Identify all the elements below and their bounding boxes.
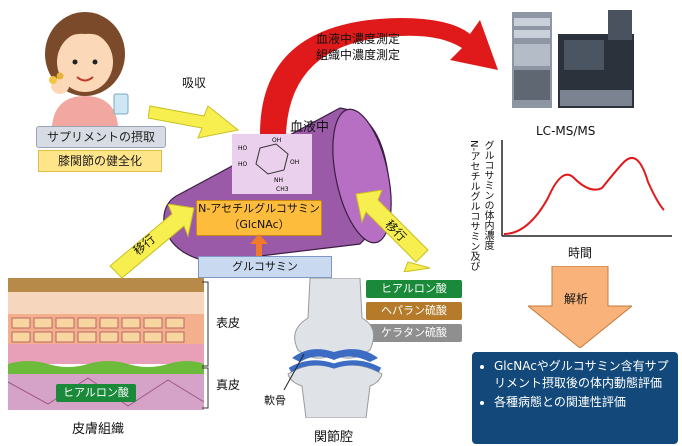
glcnac-box: N-アセチルグルコサミン （GlcNAc） bbox=[196, 200, 322, 236]
absorb-label: 吸収 bbox=[182, 76, 207, 90]
concentration-graph bbox=[501, 140, 672, 237]
supplement-intake-label: サプリメントの摂取 bbox=[36, 126, 166, 148]
joint-title: 関節腔 bbox=[314, 430, 354, 445]
lcms-instrument bbox=[512, 10, 634, 108]
analysis-label: 解析 bbox=[564, 292, 589, 306]
keratan-box: ケラタン硫酸 bbox=[366, 324, 462, 342]
measurement-arrow bbox=[260, 18, 498, 134]
cartilage-pointer bbox=[283, 353, 305, 391]
analysis-arrow bbox=[528, 266, 632, 348]
summary-box: GlcNAcやグルコサミン含有サプリメント摂取後の体内動態評価 各種病態との関連… bbox=[472, 352, 678, 444]
glcnac-structure: HO OH HO OH NH CH3 bbox=[232, 134, 312, 194]
graph-ylabel-line1: N-アセチルグルコサミン及び bbox=[468, 140, 479, 272]
heparan-box: ヘパラン硫酸 bbox=[366, 302, 462, 320]
svg-text:HO: HO bbox=[238, 161, 248, 168]
skin-title: 皮膚組織 bbox=[72, 422, 125, 437]
transfer-right-arrow bbox=[355, 190, 431, 272]
summary-item-1: GlcNAcやグルコサミン含有サプリメント摂取後の体内動態評価 bbox=[494, 358, 670, 392]
person-illustration bbox=[45, 12, 129, 126]
absorb-arrow bbox=[148, 105, 240, 139]
glcnac-line2: （GlcNAc） bbox=[228, 218, 290, 231]
svg-text:CH3: CH3 bbox=[276, 186, 289, 193]
cartilage-label: 軟骨 bbox=[264, 394, 286, 407]
skin-bracket bbox=[202, 281, 209, 409]
graph-ylabel-line2: グルコサミンの体内濃度 bbox=[482, 140, 493, 250]
measure-line2: 組織中濃度測定 bbox=[316, 48, 401, 62]
hyaluronic-joint-box: ヒアルロン酸 bbox=[366, 280, 462, 298]
svg-text:OH: OH bbox=[272, 137, 281, 144]
conversion-arrow bbox=[250, 234, 268, 256]
measure-line1: 血液中濃度測定 bbox=[316, 32, 401, 46]
glcnac-line1: N-アセチルグルコサミン bbox=[198, 202, 320, 215]
svg-text:OH: OH bbox=[290, 159, 299, 166]
knee-joint-illustration bbox=[287, 278, 383, 418]
svg-text:NH: NH bbox=[274, 177, 283, 184]
lcms-label: LC-MS/MS bbox=[536, 124, 596, 138]
summary-item-2: 各種病態との関連性評価 bbox=[494, 394, 670, 411]
skin-illustration bbox=[8, 278, 204, 410]
epidermis-label: 表皮 bbox=[216, 316, 241, 330]
knee-health-label: 膝関節の健全化 bbox=[38, 150, 162, 172]
glucosamine-box: グルコサミン bbox=[198, 256, 332, 278]
skin-hyaluronic-box: ヒアルロン酸 bbox=[56, 384, 136, 402]
blood-label: 血液中 bbox=[290, 120, 330, 135]
graph-xlabel: 時間 bbox=[568, 246, 593, 260]
dermis-label: 真皮 bbox=[216, 378, 241, 392]
svg-text:HO: HO bbox=[238, 145, 248, 152]
